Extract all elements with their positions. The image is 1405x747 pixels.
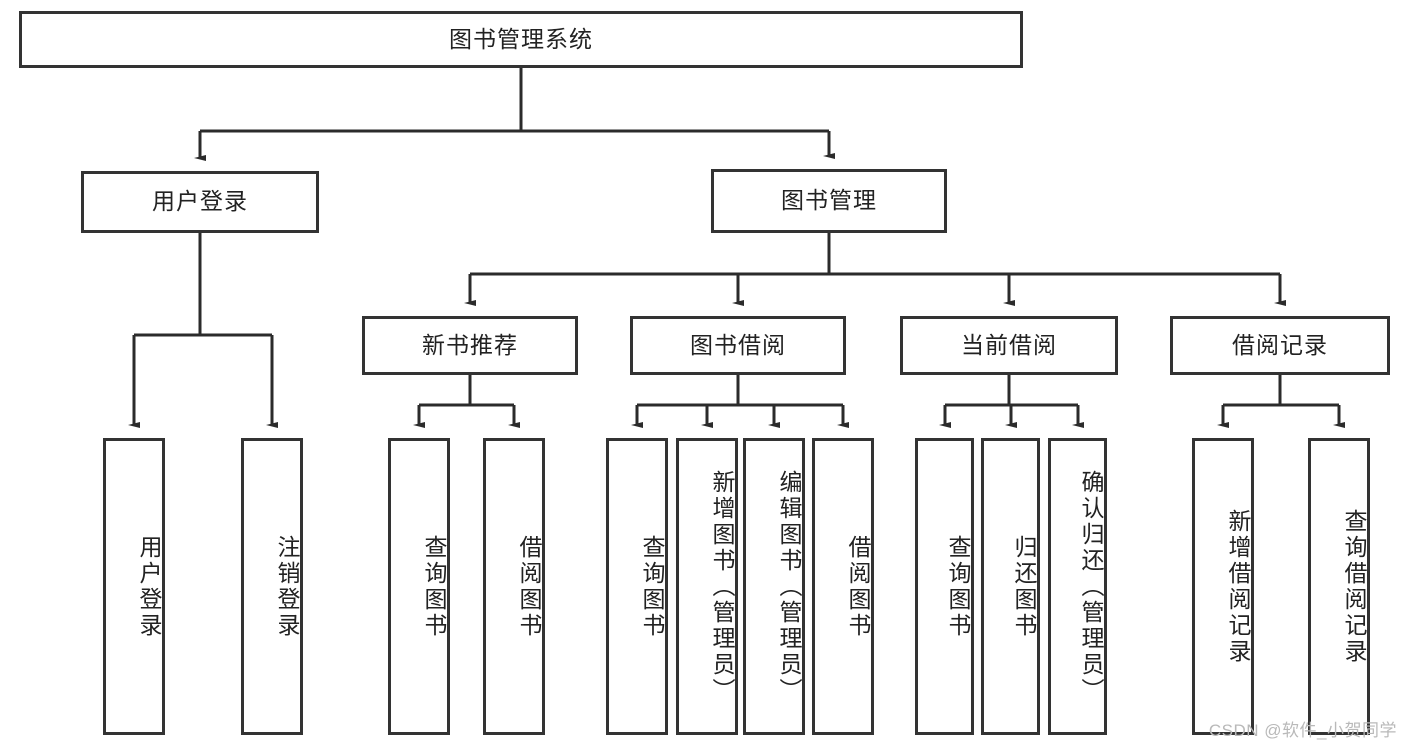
node-label: 图书管理 (781, 187, 877, 214)
node-new-book-recommend[interactable]: 新书推荐 (362, 316, 578, 375)
node-label: 用户登录 (152, 188, 248, 215)
node-label: 查询图书 (945, 534, 971, 639)
node-label: 新增借阅记录 (1225, 508, 1251, 665)
node-label: 查询借阅记录 (1341, 508, 1367, 665)
node-leaf-query-book-1[interactable]: 查询图书 (388, 438, 450, 735)
node-label: 用户登录 (136, 534, 162, 639)
node-book-manage[interactable]: 图书管理 (711, 169, 947, 233)
node-label: 新书推荐 (422, 331, 518, 358)
watermark-text: CSDN @软件_小贺同学 (1208, 721, 1397, 740)
node-leaf-query-book-2[interactable]: 查询图书 (606, 438, 668, 735)
node-label: 借阅图书 (516, 534, 542, 639)
node-leaf-add-record[interactable]: 新增借阅记录 (1192, 438, 1254, 735)
node-leaf-user-login[interactable]: 用户登录 (103, 438, 165, 735)
node-label: 新增图书（管理员） (709, 469, 735, 704)
node-leaf-borrow-book-1[interactable]: 借阅图书 (483, 438, 545, 735)
node-leaf-edit-book[interactable]: 编辑图书（管理员） (743, 438, 805, 735)
node-leaf-logout[interactable]: 注销登录 (241, 438, 303, 735)
node-label: 确认归还（管理员） (1078, 469, 1104, 704)
node-label: 注销登录 (274, 534, 300, 639)
node-leaf-borrow-book-2[interactable]: 借阅图书 (812, 438, 874, 735)
node-current-borrow[interactable]: 当前借阅 (900, 316, 1118, 375)
node-label: 图书管理系统 (449, 25, 593, 52)
node-leaf-confirm-return[interactable]: 确认归还（管理员） (1048, 438, 1107, 735)
node-label: 借阅图书 (845, 534, 871, 639)
node-borrow-record[interactable]: 借阅记录 (1170, 316, 1390, 375)
node-root[interactable]: 图书管理系统 (19, 11, 1023, 68)
node-label: 编辑图书（管理员） (776, 469, 802, 704)
node-label: 借阅记录 (1232, 331, 1328, 358)
node-book-borrow[interactable]: 图书借阅 (630, 316, 846, 375)
node-label: 查询图书 (421, 534, 447, 639)
node-label: 图书借阅 (690, 331, 786, 358)
node-user-login[interactable]: 用户登录 (81, 171, 319, 233)
node-leaf-query-record[interactable]: 查询借阅记录 (1308, 438, 1370, 735)
node-label: 查询图书 (639, 534, 665, 639)
node-label: 归还图书 (1011, 534, 1037, 639)
node-leaf-add-book[interactable]: 新增图书（管理员） (676, 438, 738, 735)
node-leaf-return-book[interactable]: 归还图书 (981, 438, 1040, 735)
node-label: 当前借阅 (961, 331, 1057, 358)
node-leaf-query-book-3[interactable]: 查询图书 (915, 438, 974, 735)
